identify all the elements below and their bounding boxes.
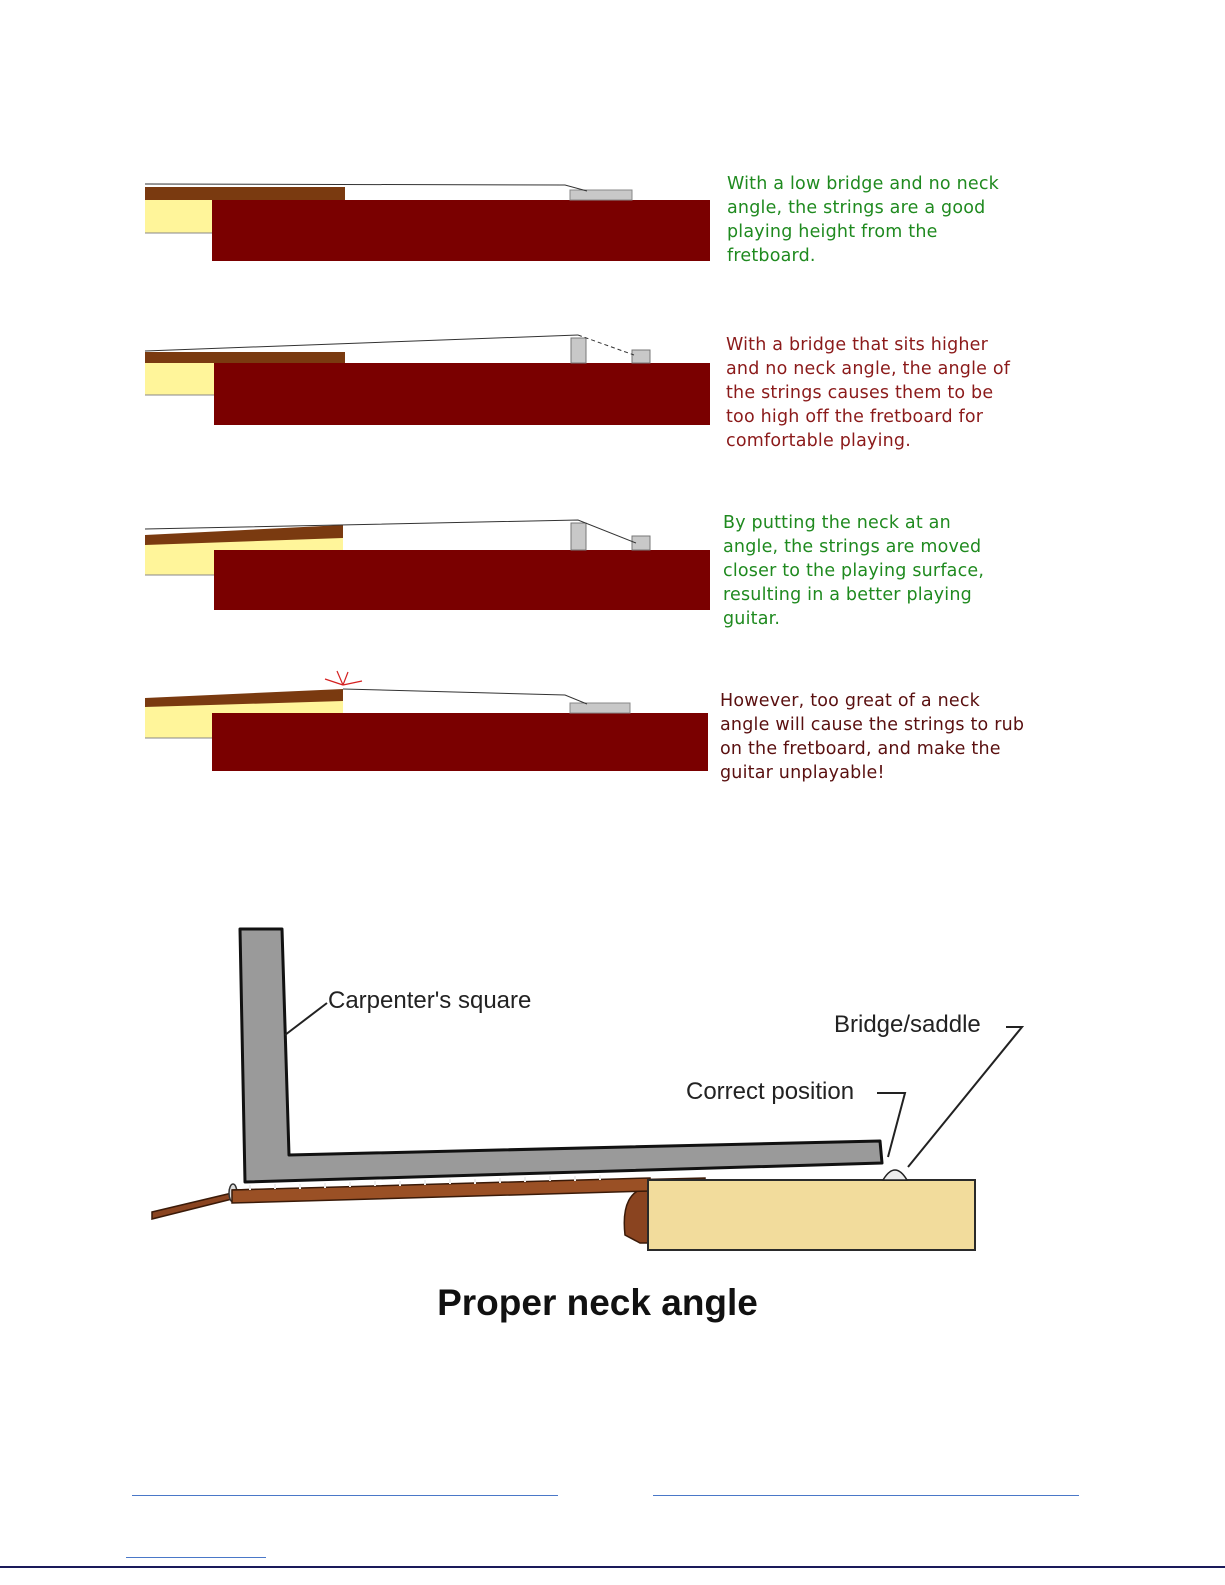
caption-line: With a low bridge and no neck: [727, 174, 999, 194]
correct-leader: [877, 1092, 907, 1158]
diagram-panel-2: With a bridge that sits higher and no ne…: [0, 325, 1225, 455]
footer-rule-short: [126, 1557, 266, 1558]
bridge-saddle: [881, 1169, 909, 1181]
label-bridge-saddle: Bridge/saddle: [834, 1011, 981, 1038]
guitar-body: [214, 550, 710, 610]
neck-angle-figure: Carpenter's square Bridge/saddle Correct…: [0, 905, 1225, 1265]
square-leader: [284, 1002, 328, 1036]
diagram-panel-1: With a low bridge and no neck angle, the…: [0, 170, 1225, 280]
fretboard: [145, 525, 343, 545]
neck: [145, 533, 343, 575]
footer-rule-left: [132, 1495, 558, 1496]
figure-title: Proper neck angle: [437, 1282, 758, 1323]
bridge: [569, 702, 631, 714]
guitar-body: [214, 363, 710, 425]
caption-line: the strings causes them to be: [726, 383, 994, 403]
footer-rule-right: [653, 1495, 1079, 1496]
caption-line: and no neck angle, the angle of: [726, 359, 1011, 379]
label-carpenters-square: Carpenter's square: [328, 987, 532, 1014]
caption-1: With a low bridge and no neck angle, the…: [727, 172, 999, 268]
fretboard: [145, 689, 343, 707]
string: [144, 183, 588, 192]
panel-1-illustration: [144, 183, 710, 261]
neck-angle-illustration: [151, 927, 1025, 1251]
label-correct-position: Correct position: [686, 1078, 855, 1105]
fretboard: [145, 352, 345, 363]
string: [144, 334, 579, 352]
caption-line: angle, the strings are a good: [727, 198, 986, 218]
diagram-panel-4: However, too great of a neck angle will …: [0, 665, 1225, 785]
string-tail: [577, 334, 635, 356]
fretboard: [145, 187, 345, 200]
panel-4-illustration: [145, 670, 708, 771]
string: [144, 519, 637, 544]
pin: [631, 535, 651, 551]
bridge: [569, 189, 633, 201]
caption-line: closer to the playing surface,: [723, 561, 985, 581]
caption-line: fretboard.: [727, 246, 816, 266]
caption-4: However, too great of a neck angle will …: [720, 689, 1024, 785]
caption-line: However, too great of a neck: [720, 691, 980, 711]
string: [342, 688, 588, 705]
caption-3: By putting the neck at an angle, the str…: [723, 511, 984, 631]
page-bottom-border: [0, 1566, 1225, 1568]
caption-line: With a bridge that sits higher: [726, 335, 989, 355]
caption-2: With a bridge that sits higher and no ne…: [726, 333, 1010, 453]
caption-line: By putting the neck at an: [723, 513, 951, 533]
bridge-leader: [907, 1026, 1025, 1168]
rub-spark-icon: [324, 670, 363, 686]
diagram-panel-3: By putting the neck at an angle, the str…: [0, 505, 1225, 629]
caption-line: guitar.: [723, 609, 781, 629]
pin: [631, 349, 651, 364]
caption-line: playing height from the: [727, 222, 938, 242]
carpenters-square: [238, 927, 884, 1184]
bridge: [570, 337, 587, 364]
panel-2-illustration: [144, 334, 710, 425]
caption-line: on the fretboard, and make the: [720, 739, 1001, 759]
neck: [145, 699, 343, 738]
guitar-top: [647, 1179, 976, 1251]
caption-line: resulting in a better playing: [723, 585, 972, 605]
caption-line: angle, the strings are moved: [723, 537, 982, 557]
neck: [145, 360, 215, 395]
headstock: [151, 1192, 233, 1220]
caption-line: too high off the fretboard for: [726, 407, 984, 427]
bridge: [570, 522, 587, 551]
panel-3-illustration: [144, 519, 710, 610]
guitar-body: [212, 200, 710, 261]
frets: [249, 1175, 601, 1190]
caption-line: comfortable playing.: [726, 431, 911, 451]
guitar-body: [212, 713, 708, 771]
caption-line: angle will cause the strings to rub: [720, 715, 1025, 735]
caption-line: guitar unplayable!: [720, 763, 885, 783]
